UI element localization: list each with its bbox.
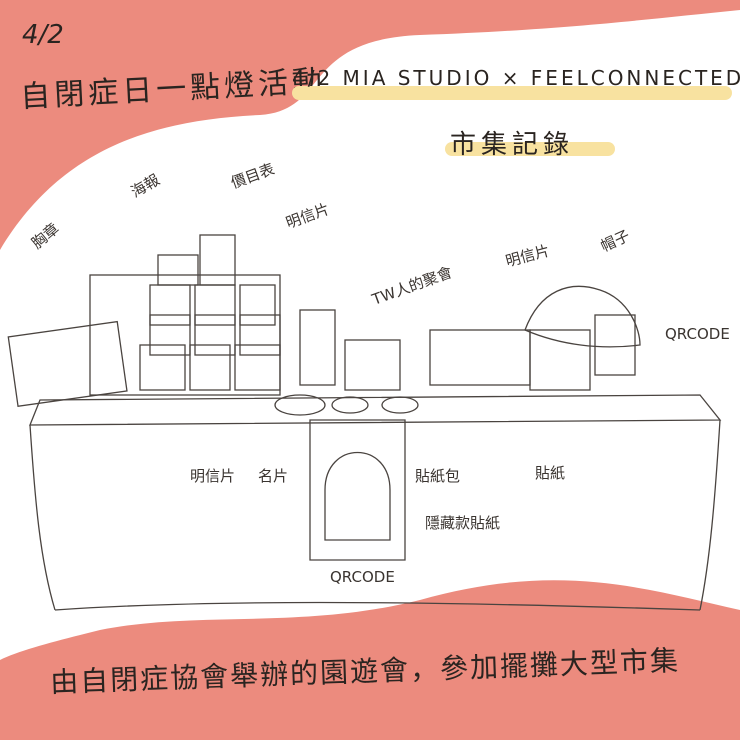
- date-label: 4/2: [22, 20, 64, 50]
- white-paper-blob: [0, 10, 740, 660]
- label-hidden-sticker: 隱藏款貼紙: [425, 514, 501, 532]
- collab-title: 4/2 MIA STUDIO × FEELCONNECTED: [292, 66, 740, 90]
- table-sketch: [7, 234, 722, 611]
- highlight-stroke: [292, 86, 732, 100]
- label-qrcode-bottom: QRCODE: [330, 568, 395, 586]
- qrcode-stand: [309, 419, 406, 561]
- label-business-card: 名片: [258, 467, 289, 485]
- highlight-stroke: [445, 142, 615, 156]
- page-subtitle: 市集記錄: [450, 130, 575, 160]
- tablecloth: [29, 419, 721, 611]
- label-sticker: 貼紙: [535, 464, 566, 482]
- label-qrcode-right: QRCODE: [665, 325, 730, 343]
- badge-box: [7, 320, 128, 408]
- label-postcard-front: 明信片: [190, 467, 236, 485]
- label-sticker-pack: 貼紙包: [415, 467, 461, 485]
